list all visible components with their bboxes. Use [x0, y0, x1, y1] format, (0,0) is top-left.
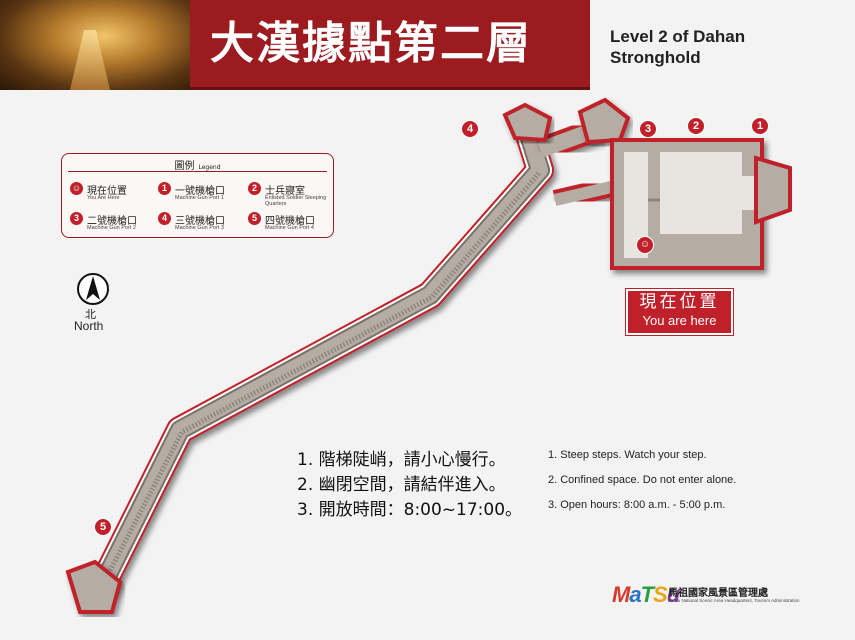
you-are-here-sign: 現在位置 You are here	[626, 289, 733, 335]
note-zh-1: 1. 階梯陡峭，請小心慢行。	[297, 450, 506, 470]
org-name-zh: 馬祖國家風景區管理處	[668, 588, 768, 599]
legend-title-en: Legend	[198, 164, 221, 171]
you-are-here-en: You are here	[642, 313, 717, 328]
legend-title-zh: 圖例	[174, 161, 195, 172]
note-en-1: 1. Steep steps. Watch your step.	[548, 449, 707, 461]
legend-badge: ☺	[70, 182, 83, 195]
marker-4: 4	[462, 121, 478, 137]
note-zh-3: 3. 開放時間：8:00~17:00。	[297, 500, 523, 520]
legend-item-en: Enlisted Soldier Sleeping Quarters	[265, 195, 327, 207]
title-band	[190, 0, 590, 90]
page-title: 大漢據點第二層	[210, 18, 532, 69]
legend-badge: 2	[248, 182, 261, 195]
north-label-en: North	[74, 319, 104, 333]
legend-item-en: Machine Gun Port 4	[265, 225, 314, 231]
marker-5: 5	[95, 519, 111, 535]
legend-item-zh: 三號機槍口	[175, 216, 225, 227]
legend-item-en: Machine Gun Port 1	[175, 195, 224, 201]
legend-badge: 3	[70, 212, 83, 225]
marker-you-are-here: ☺	[637, 237, 653, 253]
north-compass-icon	[77, 273, 109, 305]
you-are-here-zh: 現在位置	[639, 292, 720, 312]
legend-badge: 4	[158, 212, 171, 225]
legend-item-zh: 現在位置	[87, 186, 127, 197]
matsu-logo: MaTSu	[612, 582, 680, 607]
legend-item-en: You Are Here	[87, 195, 120, 201]
marker-1: 1	[752, 118, 768, 134]
port-3-chamber	[577, 97, 631, 145]
legend-badge: 1	[158, 182, 171, 195]
legend-divider	[68, 171, 327, 172]
marker-3: 3	[640, 121, 656, 137]
port-4-chamber	[502, 102, 553, 143]
page-title-english: Level 2 of Dahan Stronghold	[610, 26, 810, 68]
marker-2: 2	[688, 118, 704, 134]
port-5-chamber	[65, 559, 123, 614]
tunnel-path	[87, 116, 623, 597]
legend-item-zh: 二號機槍口	[87, 216, 137, 227]
note-en-2: 2. Confined space. Do not enter alone.	[548, 474, 737, 486]
legend-item-en: Machine Gun Port 2	[87, 225, 136, 231]
legend-item-zh: 四號機槍口	[265, 216, 315, 227]
note-en-3: 3. Open hours: 8:00 a.m. - 5:00 p.m.	[548, 499, 726, 511]
note-zh-2: 2. 幽閉空間，請結伴進入。	[297, 475, 506, 495]
org-name-en: Matsu National Scenic Area Headquarters,…	[668, 598, 800, 603]
tunnel-photo	[0, 0, 190, 90]
north-label-zh: 北	[85, 308, 96, 321]
title-en-line1: Level 2 of Dahan	[610, 27, 746, 46]
title-en-line2: Stronghold	[610, 48, 701, 67]
legend-item-zh: 一號機槍口	[175, 186, 225, 197]
legend-item-en: Machine Gun Port 3	[175, 225, 224, 231]
legend-item-zh: 士兵寢室	[265, 186, 305, 197]
legend-badge: 5	[248, 212, 261, 225]
